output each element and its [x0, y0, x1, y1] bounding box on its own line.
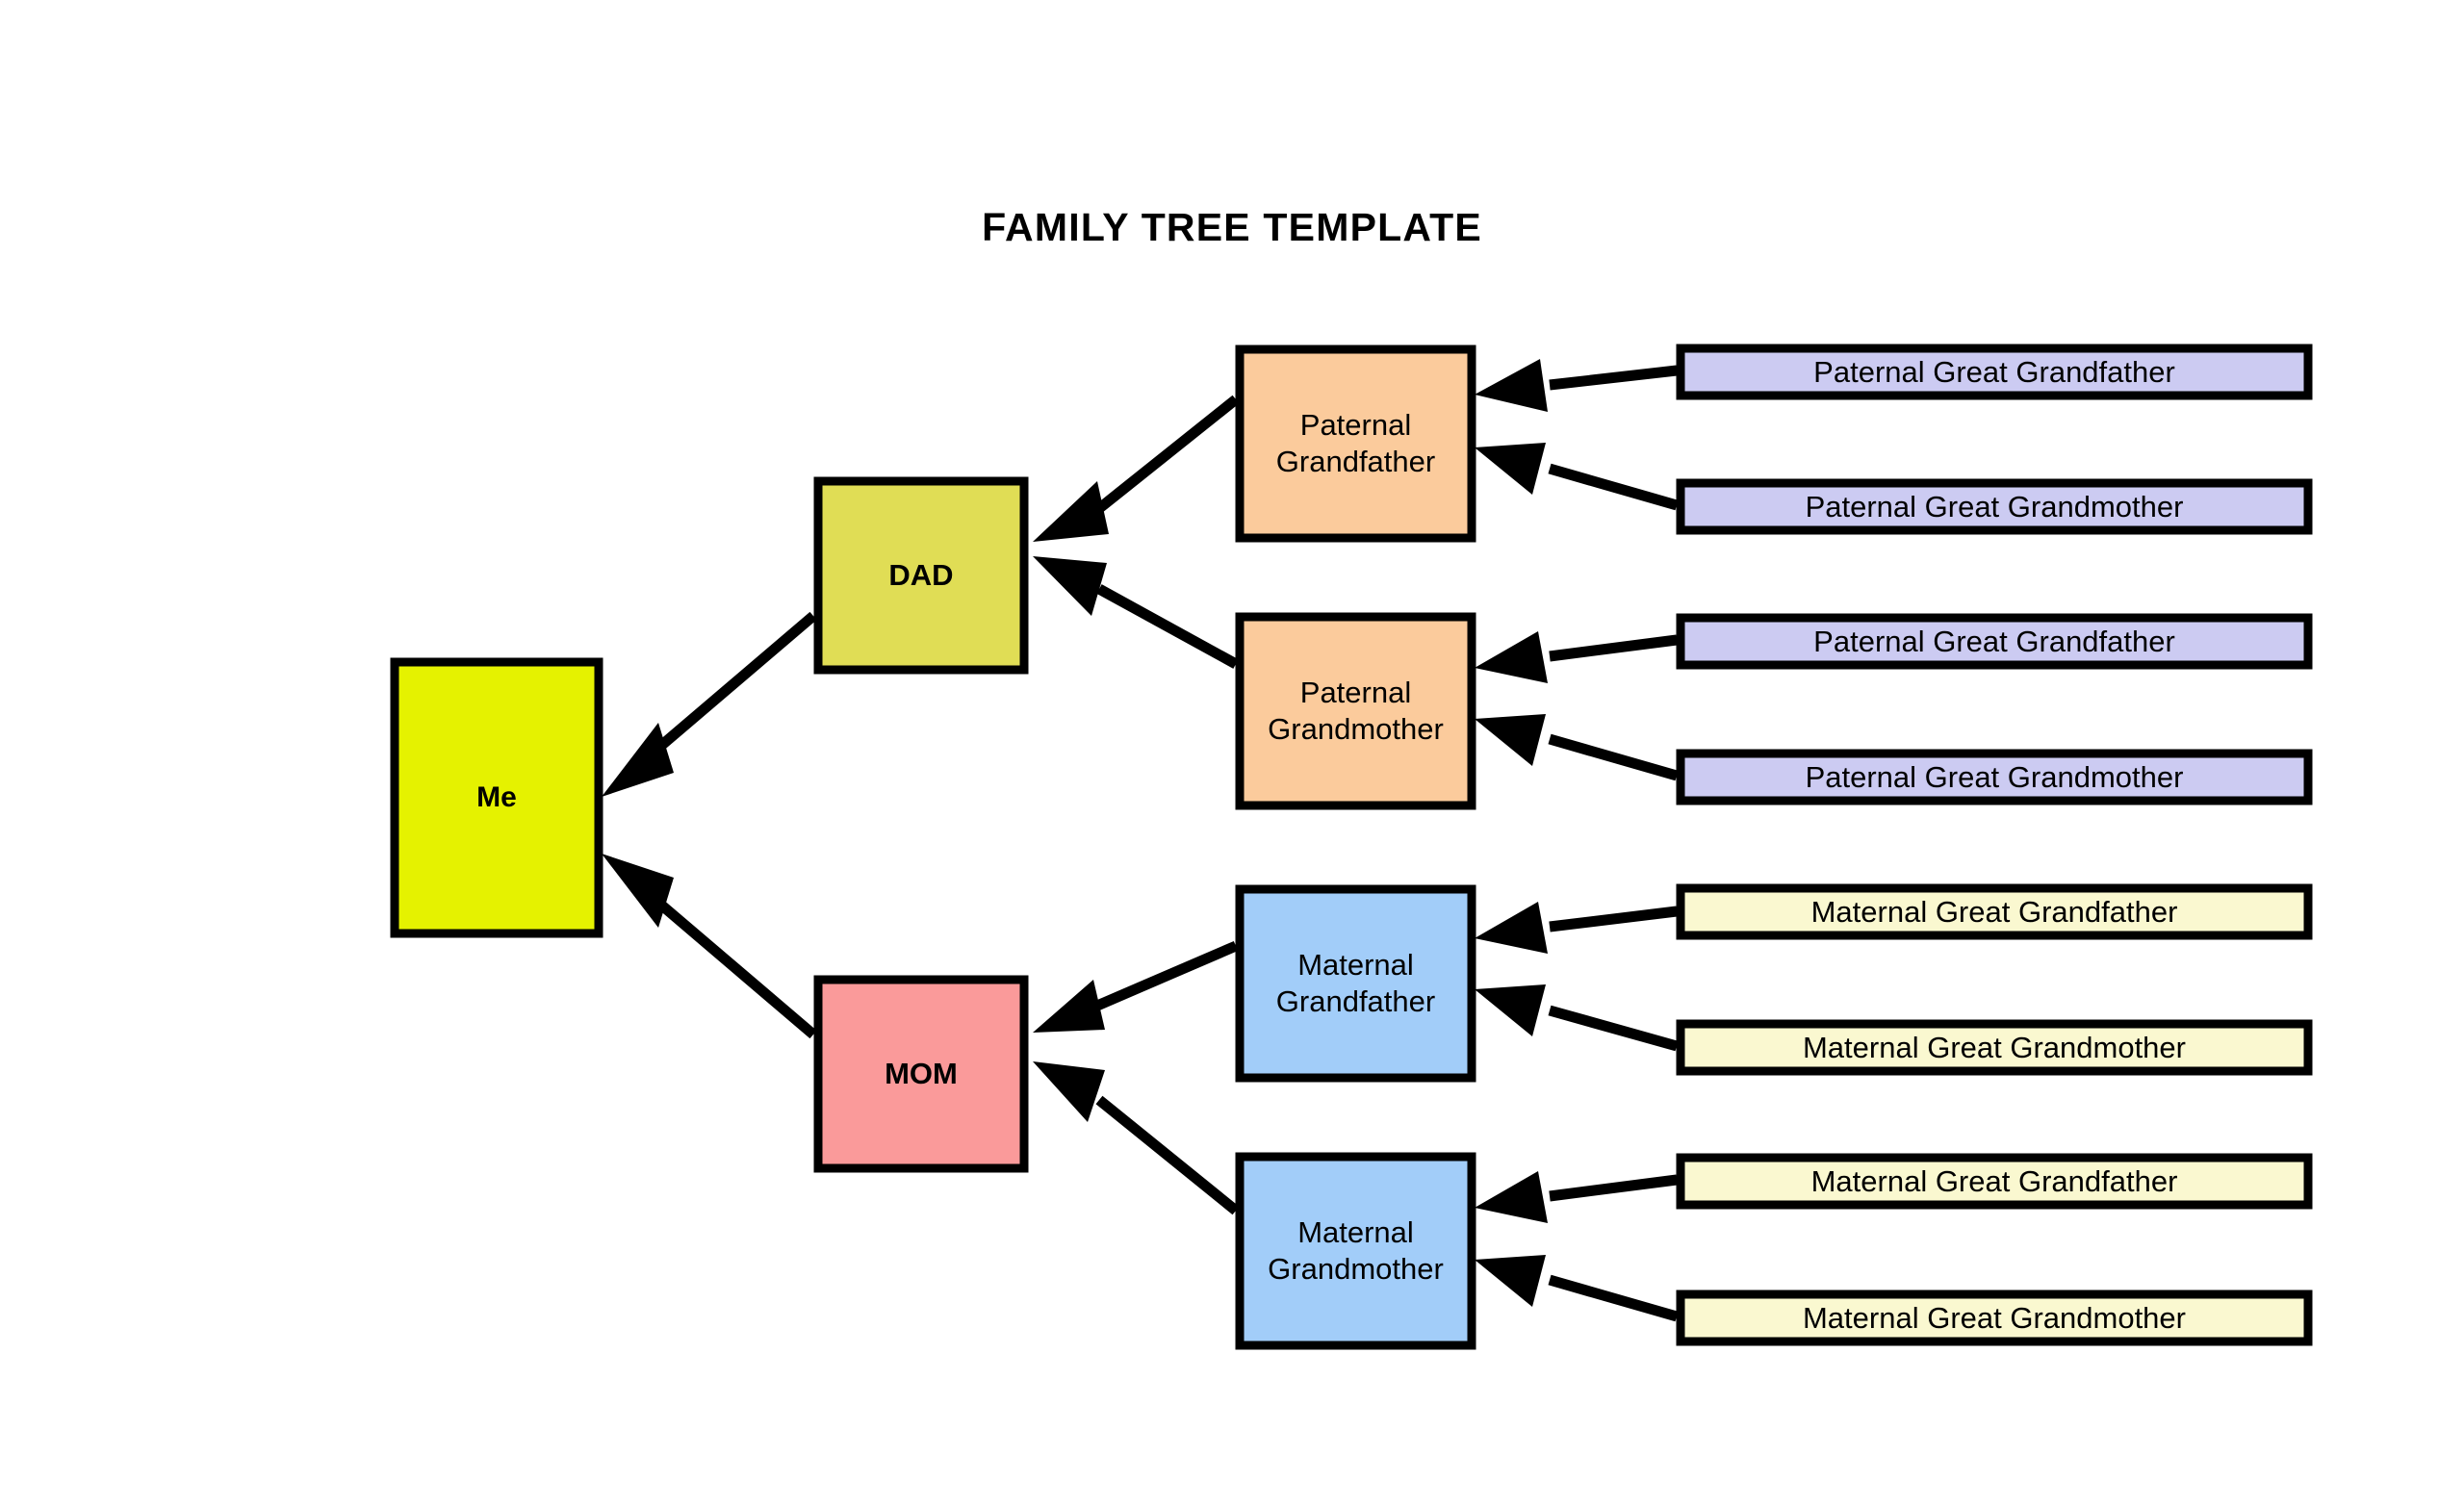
- edge-mgm-father-to-maternal-grandmother: [1475, 1171, 1678, 1223]
- node-box-dad[interactable]: [813, 476, 1029, 675]
- edge-pgf-father-to-paternal-grandfather: [1475, 359, 1678, 412]
- node-box-paternal-grandfather[interactable]: [1235, 345, 1476, 543]
- edge-pgm-mother-to-paternal-grandmother: [1475, 714, 1679, 781]
- node-box-maternal-grandfather[interactable]: [1235, 884, 1476, 1083]
- node-box-pgf-mother[interactable]: [1676, 478, 2313, 535]
- edge-mgm-mother-to-maternal-grandmother: [1475, 1255, 1679, 1322]
- node-box-mom[interactable]: [813, 975, 1029, 1173]
- node-box-maternal-grandmother[interactable]: [1235, 1152, 1476, 1350]
- node-box-pgm-father[interactable]: [1676, 613, 2313, 670]
- node-box-mgm-father[interactable]: [1676, 1153, 2313, 1210]
- node-box-mgf-father[interactable]: [1676, 883, 2313, 940]
- node-box-pgf-father[interactable]: [1676, 344, 2313, 400]
- edge-maternal-grandmother-to-mom: [1033, 1061, 1240, 1215]
- edge-pgm-father-to-paternal-grandmother: [1475, 631, 1678, 683]
- node-box-me[interactable]: [390, 657, 603, 938]
- node-box-mgm-mother[interactable]: [1676, 1290, 2313, 1346]
- edge-dad-to-me: [602, 611, 817, 797]
- node-box-mgf-mother[interactable]: [1676, 1019, 2313, 1076]
- node-box-paternal-grandmother[interactable]: [1235, 612, 1476, 810]
- edge-paternal-grandmother-to-dad: [1033, 556, 1239, 669]
- edge-maternal-grandfather-to-mom: [1033, 940, 1239, 1033]
- node-box-pgm-mother[interactable]: [1676, 749, 2313, 805]
- edge-group: [602, 359, 1679, 1322]
- edge-mgf-mother-to-maternal-grandfather: [1475, 984, 1679, 1052]
- edge-pgf-mother-to-paternal-grandfather: [1475, 443, 1679, 511]
- edge-mgf-father-to-maternal-grandfather: [1475, 902, 1678, 954]
- edge-mom-to-me: [602, 854, 817, 1039]
- node-box-group: [390, 344, 2313, 1350]
- page-title: FAMILY TREE TEMPLATE: [982, 205, 1482, 249]
- edge-paternal-grandfather-to-dad: [1033, 395, 1240, 542]
